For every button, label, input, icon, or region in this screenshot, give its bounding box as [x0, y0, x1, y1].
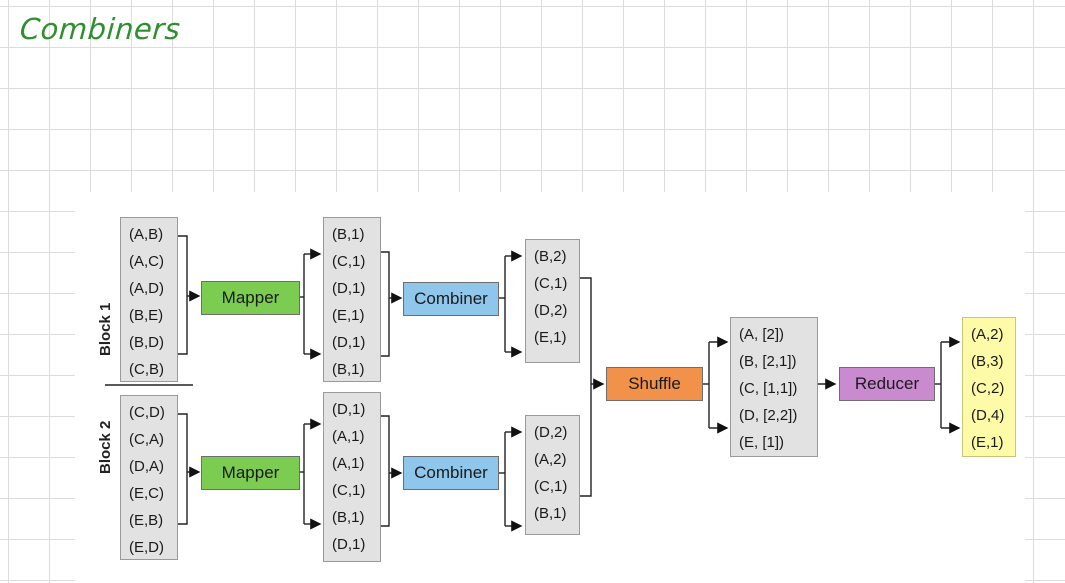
list-item: (B,1) — [332, 361, 365, 378]
list-item: (D,1) — [332, 280, 366, 297]
list-item: (E,1) — [332, 307, 365, 324]
list-item: (B,D) — [129, 334, 164, 351]
mapper-1: Mapper — [201, 281, 300, 315]
list-item: (E,B) — [129, 512, 164, 529]
list-item: (A,2) — [534, 451, 567, 468]
list-item: (A,D) — [129, 280, 164, 297]
combiner-2: Combiner — [403, 456, 499, 490]
page-title: Combiners — [18, 12, 182, 46]
mapreduce-diagram: Block 1 Block 2 (A,B) (A,C) (A,D) (B,E) … — [75, 192, 1025, 583]
list-item: (B,1) — [534, 505, 567, 522]
mapper-2: Mapper — [201, 456, 300, 490]
list-item: (C,A) — [129, 431, 164, 448]
list-item: (D,2) — [534, 424, 568, 441]
combiner-output-1: (B,2) (C,1) (D,2) (E,1) — [525, 239, 580, 363]
list-item: (E,1) — [534, 329, 567, 346]
mapper-output-1: (B,1) (C,1) (D,1) (E,1) (D,1) (B,1) — [323, 217, 381, 382]
list-item: (B, [2,1]) — [739, 353, 797, 370]
list-item: (C,1) — [534, 478, 568, 495]
list-item: (C,D) — [129, 404, 165, 421]
list-item: (D,2) — [534, 302, 568, 319]
combiner-1: Combiner — [403, 282, 499, 316]
list-item: (C, [1,1]) — [739, 380, 798, 397]
input-block-1: (A,B) (A,C) (A,D) (B,E) (B,D) (C,B) — [120, 217, 178, 382]
list-item: (A,1) — [332, 455, 365, 472]
list-item: (D,1) — [332, 536, 366, 553]
list-item: (B,2) — [534, 248, 567, 265]
list-item: (A,C) — [129, 253, 164, 270]
connector-lines — [105, 235, 961, 532]
reducer-step: Reducer — [839, 367, 935, 401]
list-item: (E,D) — [129, 539, 164, 556]
shuffle-output: (A, [2]) (B, [2,1]) (C, [1,1]) (D, [2,2]… — [730, 317, 818, 457]
list-item: (A,1) — [332, 428, 365, 445]
combiner-output-2: (D,2) (A,2) (C,1) (B,1) — [525, 415, 580, 535]
shuffle-step: Shuffle — [606, 367, 703, 401]
list-item: (A, [2]) — [739, 326, 785, 343]
list-item: (B,1) — [332, 226, 365, 243]
reducer-output: (A,2) (B,3) (C,2) (D,4) (E,1) — [962, 317, 1016, 457]
list-item: (C,1) — [332, 253, 366, 270]
block-1-label: Block 1 — [97, 302, 114, 356]
mapper-output-2: (D,1) (A,1) (A,1) (C,1) (B,1) (D,1) — [323, 392, 381, 562]
list-item: (A,B) — [129, 226, 164, 243]
list-item: (B,3) — [971, 353, 1004, 370]
list-item: (C,1) — [534, 275, 568, 292]
list-item: (D, [2,2]) — [739, 407, 798, 424]
block-2-label: Block 2 — [97, 420, 114, 474]
list-item: (D,1) — [332, 401, 366, 418]
list-item: (D,1) — [332, 334, 366, 351]
list-item: (E, [1]) — [739, 434, 785, 451]
list-item: (A,2) — [971, 326, 1004, 343]
input-block-2: (C,D) (C,A) (D,A) (E,C) (E,B) (E,D) — [120, 395, 178, 560]
list-item: (E,C) — [129, 485, 164, 502]
list-item: (E,1) — [971, 434, 1004, 451]
list-item: (C,1) — [332, 482, 366, 499]
list-item: (B,E) — [129, 307, 164, 324]
list-item: (C,2) — [971, 380, 1005, 397]
list-item: (C,B) — [129, 361, 164, 378]
list-item: (D,A) — [129, 458, 164, 475]
list-item: (B,1) — [332, 509, 365, 526]
list-item: (D,4) — [971, 407, 1005, 424]
